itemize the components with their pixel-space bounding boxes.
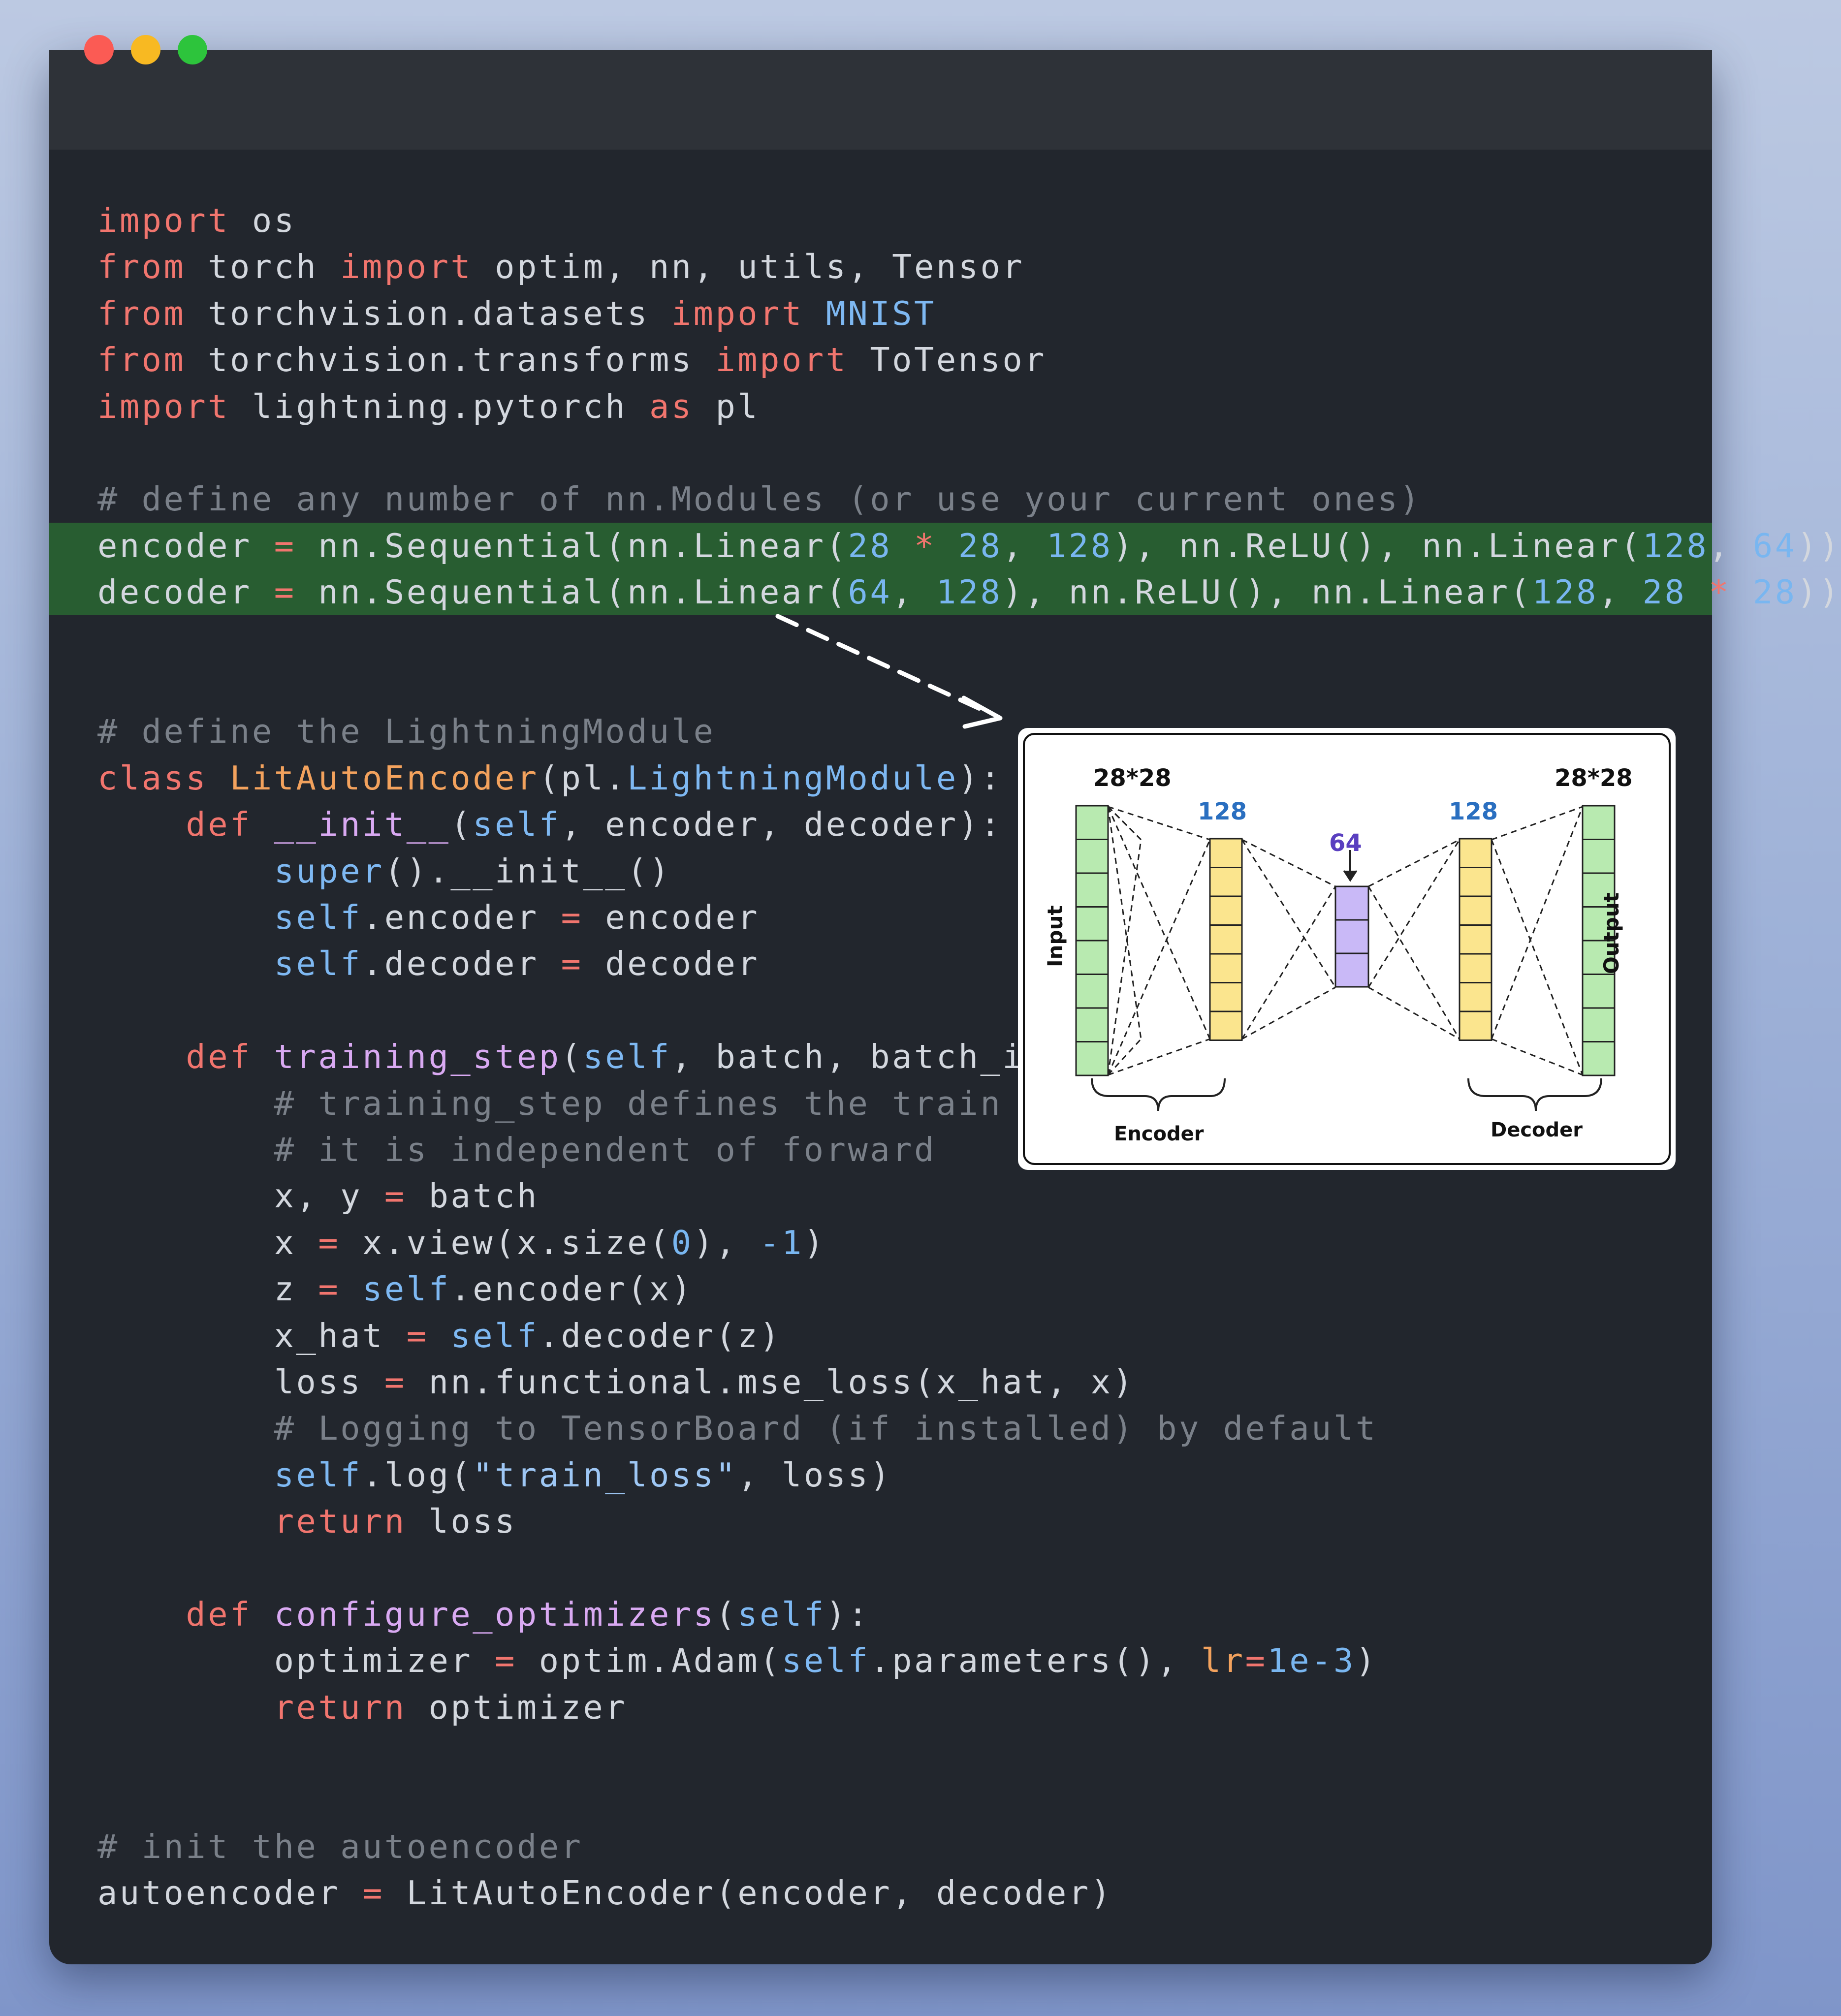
output-layer-cell — [1582, 872, 1616, 908]
output-side-label: Output — [1599, 892, 1623, 974]
latent-layer — [1334, 885, 1369, 988]
code-line: self.encoder = encoder — [274, 898, 760, 937]
hidden-layer-2-cell — [1459, 838, 1492, 868]
output-layer-cell — [1582, 974, 1616, 1009]
code-line: decoder = nn.Sequential(nn.Linear(64, 12… — [97, 573, 1841, 612]
code-line: # Logging to TensorBoard (if installed) … — [274, 1409, 1378, 1448]
hidden-layer-2-cell — [1459, 924, 1492, 955]
code-line: class LitAutoEncoder(pl.LightningModule)… — [97, 758, 1003, 797]
code-line: # define the LightningModule — [97, 712, 716, 751]
code-line: optimizer = optim.Adam(self.parameters()… — [97, 1641, 1378, 1680]
input-side-label: Input — [1043, 905, 1067, 967]
input-layer-cell — [1075, 805, 1109, 840]
output-layer — [1582, 805, 1616, 1076]
dashed-arrow — [775, 614, 1003, 729]
autoencoder-diagram: 28*28 128 64 128 28*28 Input Output Enco… — [1018, 728, 1676, 1170]
hidden-layer-2-cell — [1459, 867, 1492, 897]
code-line: loss = nn.functional.mse_loss(x_hat, x) — [97, 1363, 1135, 1401]
code-line: from torchvision.transforms import ToTen… — [97, 341, 1047, 379]
input-layer-cell — [1075, 1007, 1109, 1042]
hidden-layer-1 — [1209, 838, 1243, 1041]
hidden-layer-2 — [1459, 838, 1492, 1041]
input-layer-cell — [1075, 1041, 1109, 1076]
code-line: # it is independent of forward — [274, 1131, 936, 1169]
code-line: x_hat = self.decoder(z) — [97, 1316, 782, 1355]
hidden-layer-1-cell — [1209, 953, 1243, 983]
output-layer-cell — [1582, 1041, 1616, 1076]
code-line: self.log("train_loss", loss) — [274, 1455, 892, 1494]
code-line: z = self.encoder(x) — [97, 1270, 694, 1309]
hidden-layer-1-cell — [1209, 867, 1243, 897]
output-layer-cell — [1582, 940, 1616, 975]
hidden-layer-1-cell — [1209, 1010, 1243, 1041]
code-line: autoencoder = LitAutoEncoder(encoder, de… — [97, 1874, 1113, 1913]
hidden-dim-1-label: 128 — [1198, 798, 1247, 825]
code-line: def __init__(self, encoder, decoder): — [186, 805, 1003, 844]
title-bar — [49, 50, 1712, 150]
code-line: def configure_optimizers(self): — [186, 1595, 870, 1634]
hidden-layer-2-cell — [1459, 953, 1492, 983]
code-line: x = x.view(x.size(0), -1) — [97, 1223, 826, 1262]
code-line: return optimizer — [274, 1688, 628, 1727]
code-line: x, y = batch — [97, 1177, 539, 1216]
hidden-layer-2-cell — [1459, 895, 1492, 926]
hidden-layer-2-cell — [1459, 1010, 1492, 1041]
input-layer-cell — [1075, 906, 1109, 942]
latent-layer-cell — [1334, 919, 1369, 954]
maximize-window-button[interactable] — [178, 35, 207, 64]
code-line: import os — [97, 201, 296, 240]
hidden-layer-1-cell — [1209, 895, 1243, 926]
code-line: from torch import optim, nn, utils, Tens… — [97, 248, 1025, 286]
code-line: # define any number of nn.Modules (or us… — [97, 480, 1422, 519]
code-line: encoder = nn.Sequential(nn.Linear(28 * 2… — [97, 526, 1841, 565]
output-dim-label: 28*28 — [1555, 764, 1633, 792]
code-line: import lightning.pytorch as pl — [97, 387, 760, 426]
output-layer-cell — [1582, 906, 1616, 942]
code-line: return loss — [274, 1502, 517, 1541]
code-line: # init the autoencoder — [97, 1827, 583, 1866]
highlighted-code-lines — [49, 523, 1712, 615]
hidden-layer-1-cell — [1209, 982, 1243, 1012]
hidden-layer-1-cell — [1209, 838, 1243, 868]
output-layer-cell — [1582, 1007, 1616, 1042]
latent-dim-label: 64 — [1329, 829, 1362, 857]
input-layer-cell — [1075, 872, 1109, 908]
hidden-layer-2-cell — [1459, 982, 1492, 1012]
output-layer-cell — [1582, 805, 1616, 840]
code-line: super().__init__() — [274, 851, 671, 890]
output-layer-cell — [1582, 839, 1616, 874]
latent-layer-cell — [1334, 885, 1369, 921]
input-layer-cell — [1075, 839, 1109, 874]
decoder-label: Decoder — [1491, 1119, 1583, 1141]
close-window-button[interactable] — [84, 35, 114, 64]
hidden-dim-2-label: 128 — [1449, 798, 1498, 825]
connection-lines — [1107, 806, 1584, 1076]
input-layer — [1075, 805, 1109, 1076]
latent-layer-cell — [1334, 952, 1369, 988]
encoder-label: Encoder — [1114, 1123, 1204, 1145]
latent-arrow-head — [1343, 870, 1358, 882]
encoder-brace — [1091, 1078, 1226, 1111]
hidden-layer-1-cell — [1209, 924, 1243, 955]
input-dim-label: 28*28 — [1093, 764, 1172, 792]
decoder-brace — [1467, 1078, 1602, 1111]
input-layer-cell — [1075, 940, 1109, 975]
minimize-window-button[interactable] — [131, 35, 160, 64]
code-line: from torchvision.datasets import MNIST — [97, 294, 936, 333]
input-layer-cell — [1075, 974, 1109, 1009]
code-line: self.decoder = decoder — [274, 945, 760, 983]
